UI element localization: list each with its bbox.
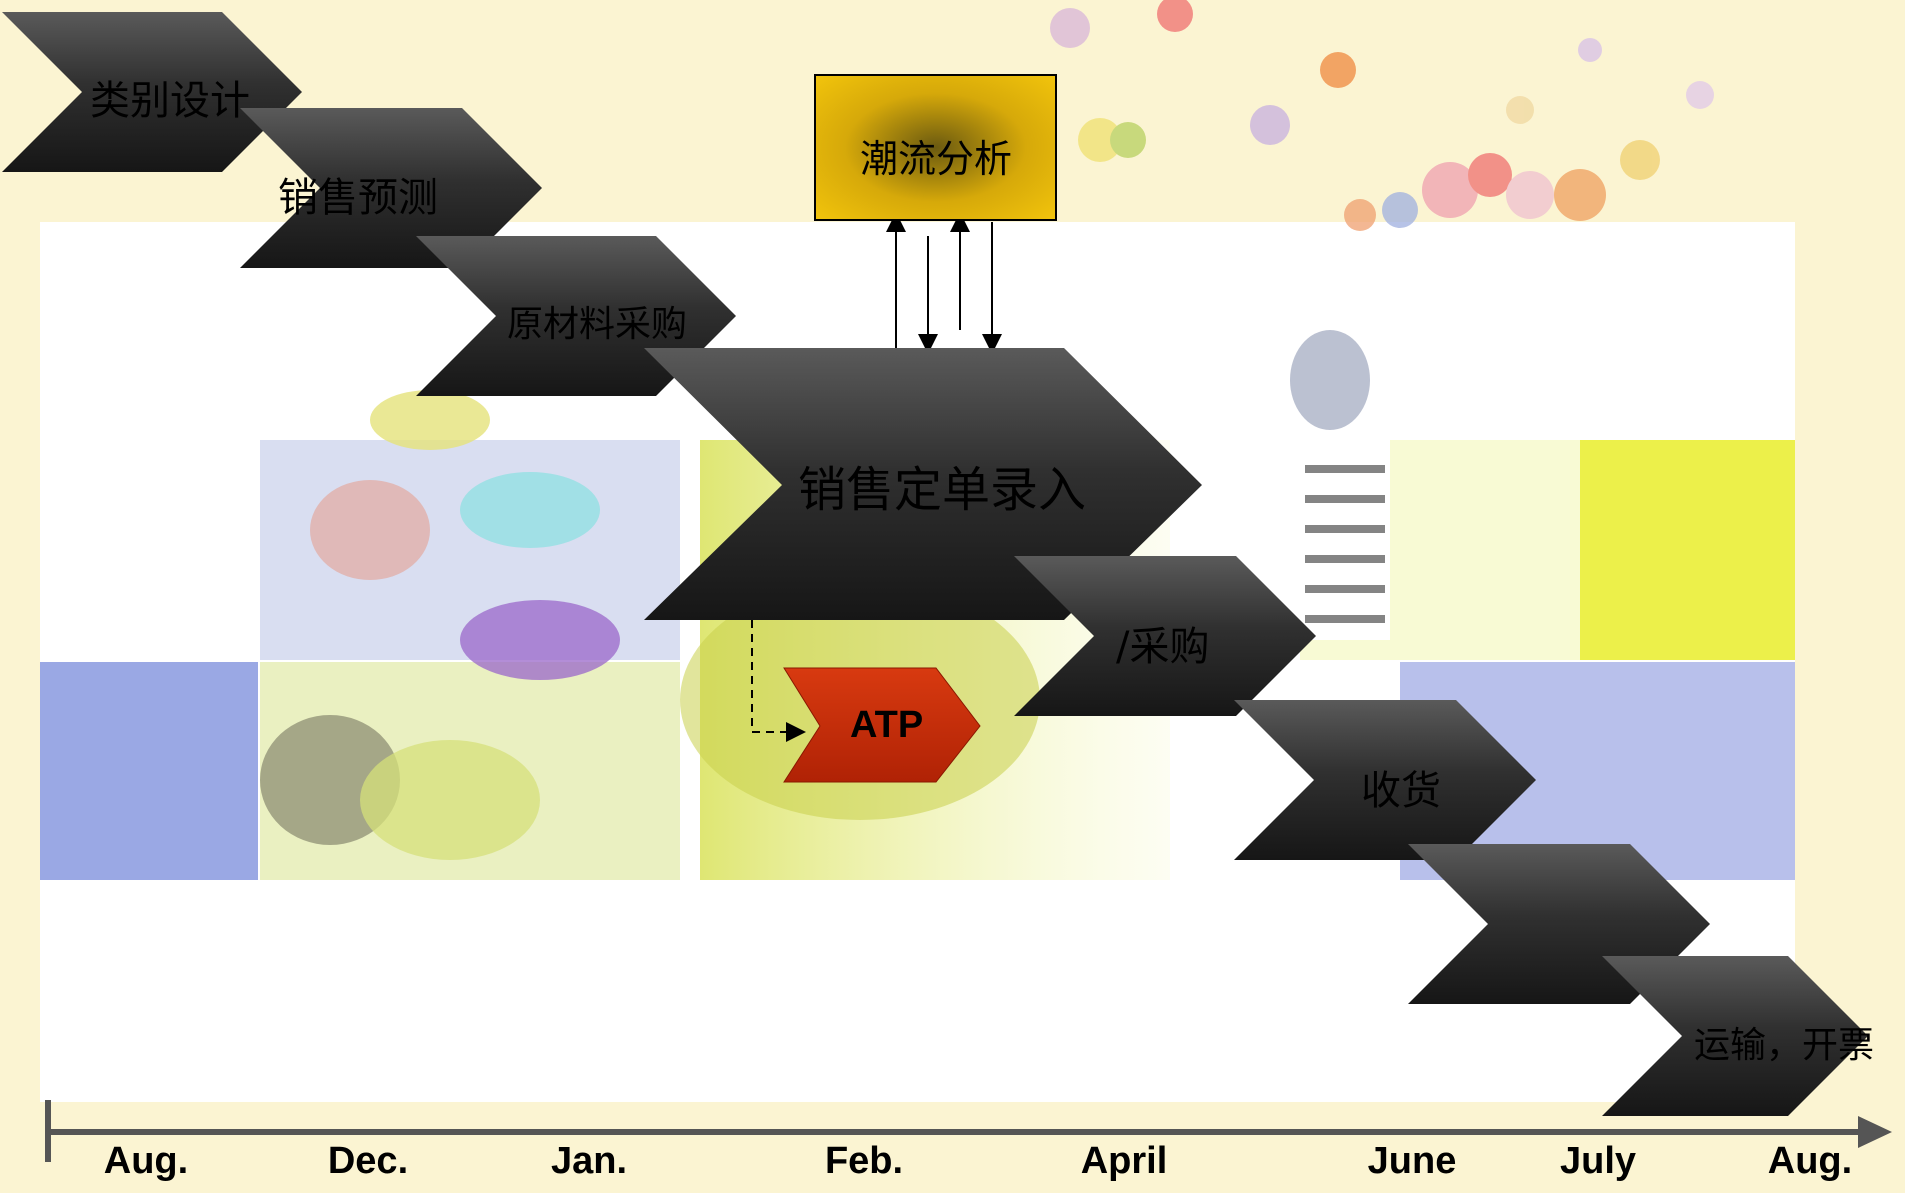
chevron-category-design — [2, 12, 302, 172]
step-label-production-purchase: /采购 — [1116, 624, 1210, 670]
month-label: June — [1367, 1140, 1457, 1182]
month-label: Aug. — [1767, 1140, 1853, 1182]
step-label-receiving: 收货 — [1361, 768, 1441, 814]
trend-analysis-box — [814, 74, 1057, 221]
trend-connectors — [886, 212, 1002, 354]
month-label: Dec. — [327, 1140, 409, 1182]
step-label-category-design: 类别设计 — [90, 78, 250, 124]
chevron-order-entry — [644, 348, 1202, 620]
month-label: Feb. — [824, 1140, 904, 1182]
yellow-block — [1580, 440, 1795, 660]
step-label-material-purchase: 原材料采购 — [507, 304, 688, 345]
month-label: Aug. — [103, 1140, 189, 1182]
step-label-shipping-billing: 运输，开票 — [1694, 1025, 1875, 1066]
blue-block — [40, 662, 258, 880]
trend-analysis-label: 潮流分析 — [860, 137, 1013, 181]
chevron-production-purchase — [1014, 556, 1316, 716]
step-label-sales-forecast: 销售预测 — [278, 175, 438, 221]
month-label: Jan. — [550, 1140, 628, 1182]
step-label-order-entry: 销售定单录入 — [798, 462, 1087, 518]
chevron-shipping-billing — [1602, 956, 1868, 1116]
chevron-atp — [784, 668, 980, 782]
chevron-sales-forecast — [240, 108, 542, 268]
month-label: April — [1080, 1140, 1168, 1182]
timeline-arrowhead — [1858, 1116, 1892, 1148]
atp-connector — [751, 620, 806, 742]
chevron-receiving — [1234, 700, 1536, 860]
atp-label: ATP — [850, 704, 924, 746]
month-label: July — [1559, 1140, 1637, 1182]
decorative-dots — [1050, 0, 1714, 231]
